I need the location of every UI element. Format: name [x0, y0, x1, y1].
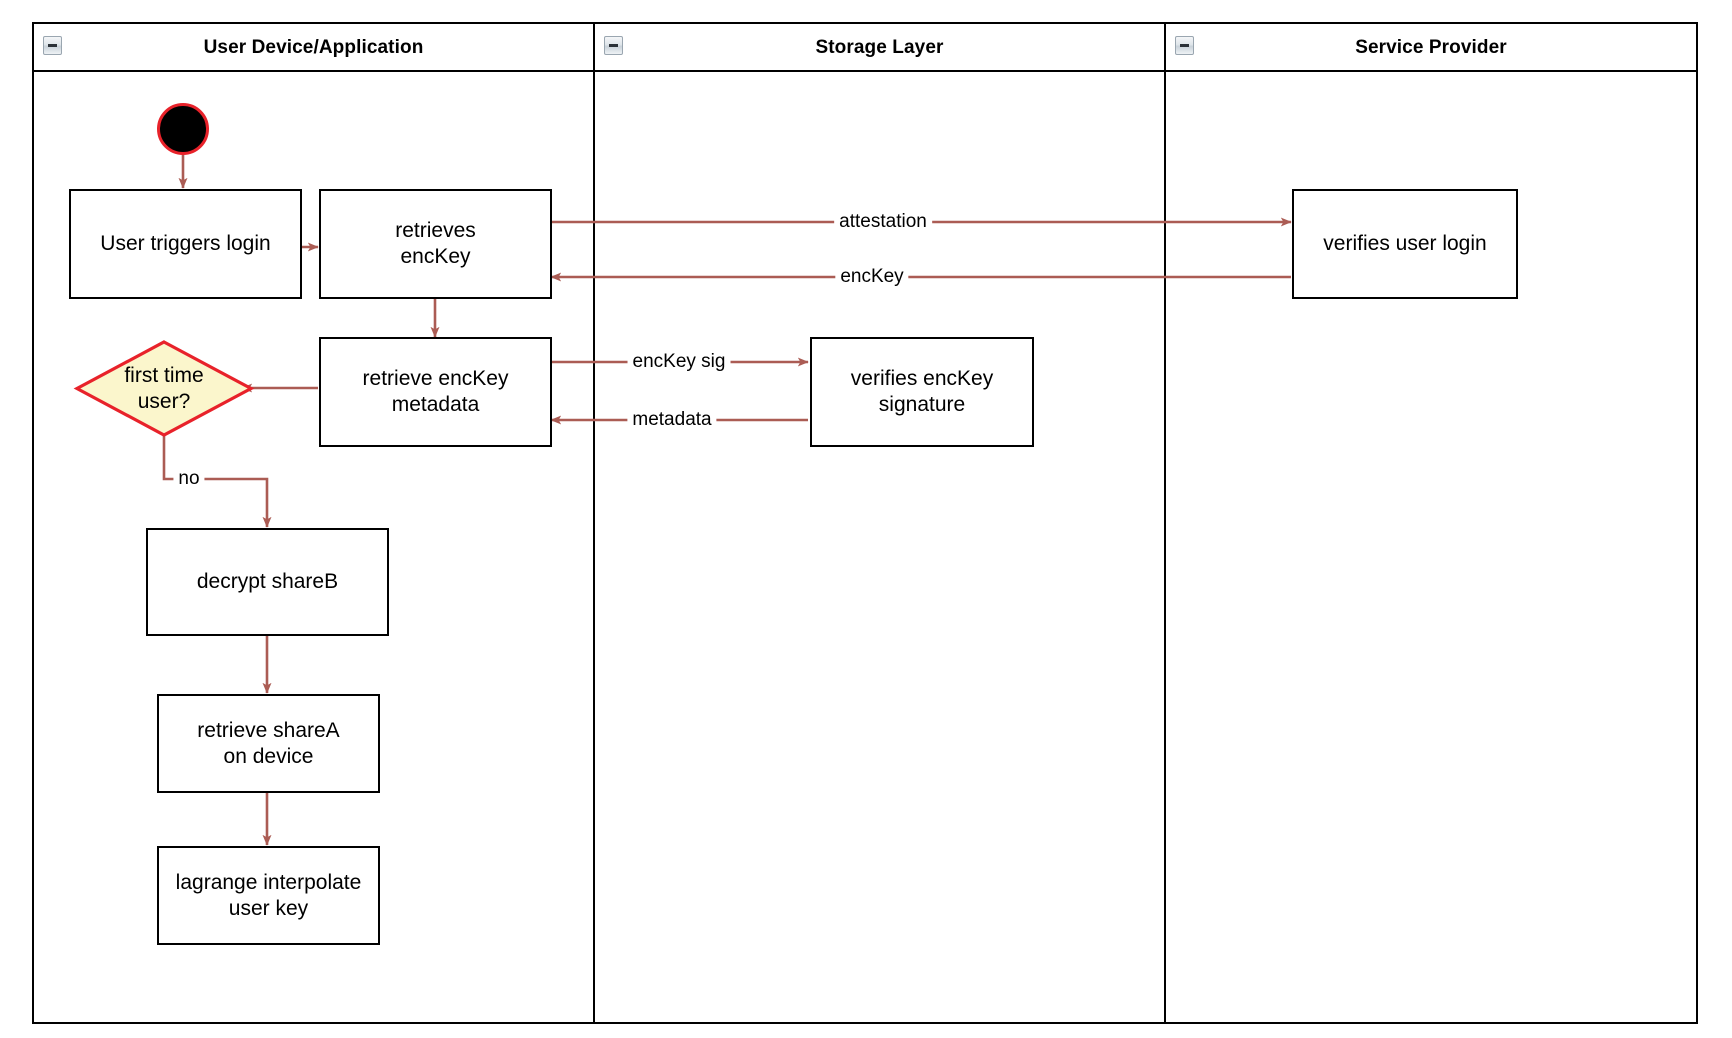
lane-header-service-provider: Service Provider — [1166, 24, 1696, 72]
lane-user-device: User Device/Application — [34, 24, 593, 1022]
lane-header-storage-layer: Storage Layer — [595, 24, 1164, 72]
diamond-shape — [73, 340, 255, 437]
lane-storage-layer: Storage Layer — [593, 24, 1164, 1022]
lane-header-user-device: User Device/Application — [34, 24, 593, 72]
lane-service-provider: Service Provider — [1164, 24, 1696, 1022]
decision-first-time-user[interactable]: first time user? — [73, 340, 255, 437]
edge-label-enckey-sig: encKey sig — [627, 351, 731, 373]
edge-label-enckey: encKey — [835, 266, 909, 288]
lane-title-service-provider: Service Provider — [1355, 37, 1507, 58]
activity-retrieves-enckey[interactable]: retrieves encKey — [319, 189, 552, 299]
edge-label-no: no — [173, 468, 205, 490]
lane-title-storage-layer: Storage Layer — [815, 37, 944, 58]
start-node[interactable] — [157, 103, 209, 155]
activity-lagrange-interpolate-user-key[interactable]: lagrange interpolate user key — [157, 846, 380, 945]
activity-retrieve-sharea-on-device[interactable]: retrieve shareA on device — [157, 694, 380, 793]
edge-label-metadata: metadata — [627, 409, 717, 431]
edge-label-attestation: attestation — [834, 211, 932, 233]
activity-verifies-enckey-signature[interactable]: verifies encKey signature — [810, 337, 1034, 447]
activity-verifies-user-login[interactable]: verifies user login — [1292, 189, 1518, 299]
activity-decrypt-shareb[interactable]: decrypt shareB — [146, 528, 389, 636]
lane-title-user-device: User Device/Application — [203, 37, 424, 58]
activity-retrieve-enckey-metadata[interactable]: retrieve encKey metadata — [319, 337, 552, 447]
minus-box-icon[interactable] — [1175, 36, 1194, 55]
minus-box-icon[interactable] — [604, 36, 623, 55]
activity-user-triggers-login[interactable]: User triggers login — [69, 189, 302, 299]
decision-label: first time user? — [124, 364, 204, 413]
minus-box-icon[interactable] — [43, 36, 62, 55]
